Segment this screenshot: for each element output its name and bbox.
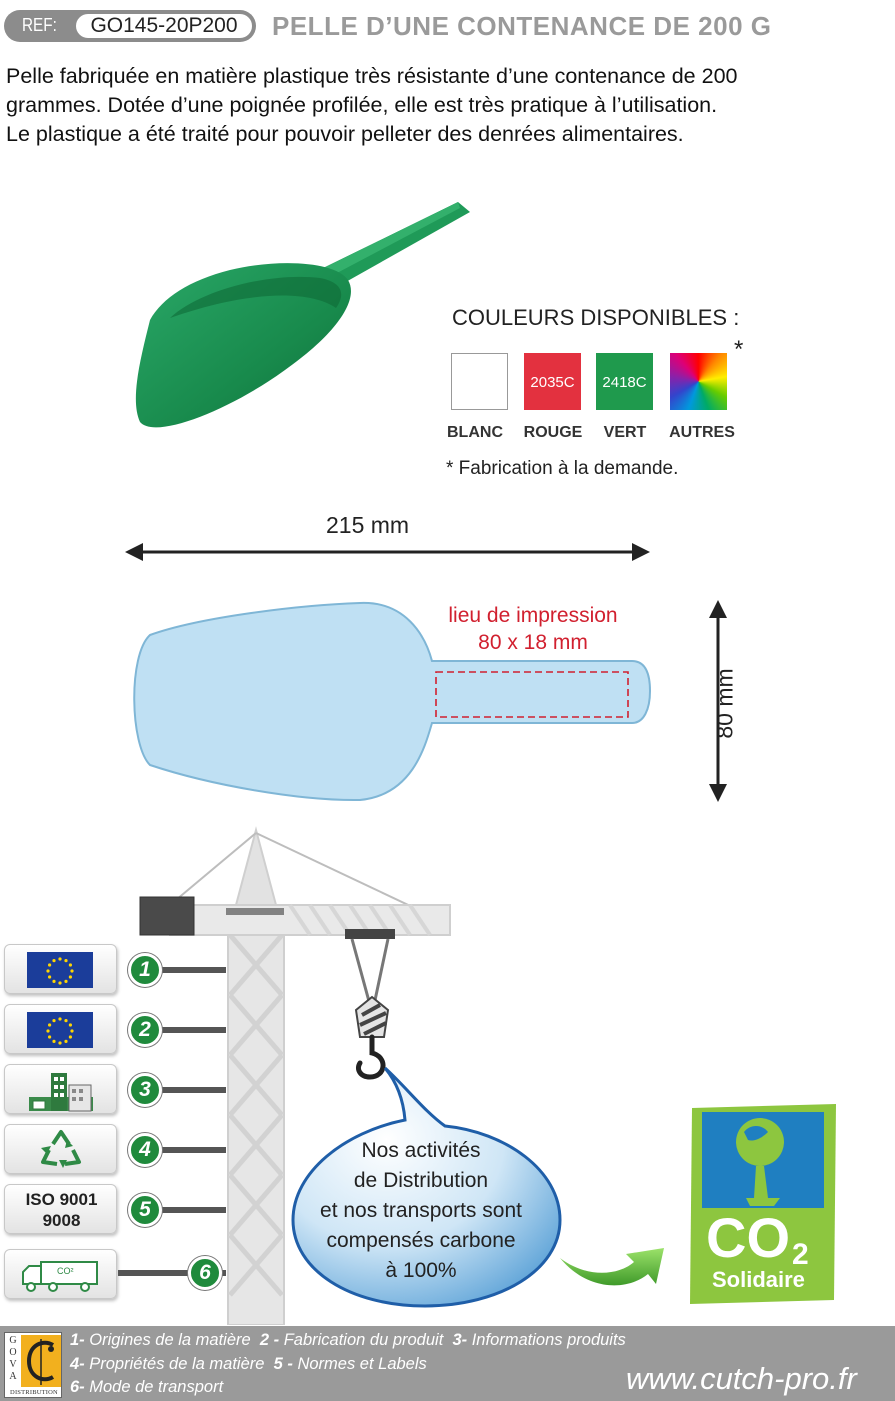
connector-line bbox=[150, 1087, 226, 1093]
co2-solidaire-label: Solidaire bbox=[712, 1267, 805, 1292]
co2-subscript: 2 bbox=[792, 1238, 809, 1271]
product-description: Pelle fabriquée en matière plastique trè… bbox=[6, 62, 886, 149]
legend-text: Informations produits bbox=[467, 1331, 626, 1349]
scoop-outline-diagram bbox=[133, 601, 652, 802]
swatch-rouge: 2035C bbox=[524, 353, 581, 410]
legend-text: Normes et Labels bbox=[292, 1355, 427, 1373]
logo-letter: G bbox=[9, 1335, 17, 1346]
legend-number: 5 - bbox=[273, 1355, 293, 1373]
scoop-product-image bbox=[135, 202, 470, 428]
legend-text: Propriétés de la matière bbox=[84, 1355, 265, 1373]
label-origine-matiere bbox=[4, 944, 117, 994]
number-badge-5: 5 bbox=[128, 1193, 162, 1227]
factory-icon bbox=[29, 1073, 93, 1112]
print-area-label: lieu de impression 80 x 18 mm bbox=[420, 602, 646, 656]
swatch-blanc bbox=[451, 353, 508, 410]
legend-number: 1- bbox=[70, 1331, 85, 1349]
speech-bubble bbox=[291, 1066, 562, 1308]
description-line: Pelle fabriquée en matière plastique trè… bbox=[6, 64, 738, 88]
crane-illustration bbox=[139, 826, 451, 1325]
swatch-label-autres: AUTRES bbox=[669, 424, 735, 441]
label-normes-labels: ISO 9001 9008 bbox=[4, 1184, 117, 1234]
description-line: Le plastique a été traité pour pouvoir p… bbox=[6, 122, 684, 146]
number-badge-1: 1 bbox=[128, 953, 162, 987]
truck-co2-label: CO² bbox=[57, 1266, 74, 1276]
fabrication-note: * Fabrication à la demande. bbox=[446, 458, 679, 479]
swatch-vert: 2418C bbox=[596, 353, 653, 410]
logo-letter: O bbox=[9, 1347, 17, 1358]
legend-number: 2 - bbox=[259, 1331, 280, 1349]
legend-number: 6- bbox=[70, 1378, 85, 1396]
bubble-line: et nos transports sont bbox=[320, 1199, 522, 1222]
legend-text: Fabrication du produit bbox=[279, 1331, 444, 1349]
label-informations-produits bbox=[4, 1064, 117, 1114]
footer-legend-line-1: 1- Origines de la matière 2 - Fabricatio… bbox=[70, 1331, 626, 1350]
swatch-autres bbox=[670, 353, 727, 410]
logo-distribution: DISTRIBUTION bbox=[10, 1389, 58, 1396]
iso-line: ISO 9001 bbox=[25, 1190, 98, 1209]
page-title: PELLE D’UNE CONTENANCE DE 200 G bbox=[272, 11, 772, 41]
ref-code: GO145-20P200 bbox=[74, 12, 254, 40]
colors-title: COULEURS DISPONIBLES : bbox=[452, 305, 740, 330]
gova-logo: G O V A DISTRIBUTION bbox=[4, 1332, 62, 1398]
bubble-line: de Distribution bbox=[353, 1169, 489, 1192]
co2-solidaire-badge bbox=[690, 1104, 836, 1304]
connector-line bbox=[150, 1207, 226, 1213]
description-line: grammes. Dotée d’une poignée profilée, e… bbox=[6, 93, 718, 117]
number-badge-2: 2 bbox=[128, 1013, 162, 1047]
width-arrow bbox=[125, 543, 650, 561]
legend-number: 3- bbox=[452, 1331, 468, 1349]
connector-line bbox=[150, 1027, 226, 1033]
gova-emblem-icon bbox=[21, 1335, 61, 1387]
ref-label: REF: bbox=[22, 15, 57, 35]
print-area-size: 80 x 18 mm bbox=[478, 631, 588, 654]
number-badge-4: 4 bbox=[128, 1133, 162, 1167]
connector-line bbox=[150, 1147, 226, 1153]
swatch-label-blanc: BLANC bbox=[447, 424, 503, 441]
legend-number: 4- bbox=[70, 1355, 85, 1373]
bubble-line: compensés carbone bbox=[326, 1229, 516, 1252]
width-label: 215 mm bbox=[326, 512, 410, 538]
bubble-line: Nos activités bbox=[361, 1139, 481, 1162]
height-label: 80 mm bbox=[711, 668, 738, 739]
number-badge-6: 6 bbox=[188, 1256, 222, 1290]
logo-letter: V bbox=[9, 1359, 17, 1370]
footer-legend-line-2: 4- Propriétés de la matière 5 - Normes e… bbox=[70, 1355, 427, 1374]
website-link[interactable]: www.cutch-pro.fr bbox=[626, 1361, 857, 1396]
height-arrow bbox=[709, 600, 727, 802]
co2-text: CO bbox=[706, 1206, 790, 1269]
label-fabrication-produit bbox=[4, 1004, 117, 1054]
eu-flag-icon bbox=[27, 952, 93, 988]
label-mode-transport: CO² bbox=[4, 1249, 117, 1299]
number-badge-3: 3 bbox=[128, 1073, 162, 1107]
print-area-line: lieu de impression bbox=[448, 604, 618, 627]
recycle-icon bbox=[41, 1130, 81, 1168]
swatch-label-rouge: ROUGE bbox=[523, 424, 583, 441]
iso-line: 9008 bbox=[42, 1211, 81, 1230]
asterisk-mark: * bbox=[734, 336, 744, 363]
footer bbox=[0, 1326, 895, 1401]
label-proprietes-matiere bbox=[4, 1124, 117, 1174]
legend-text: Origines de la matière bbox=[84, 1331, 251, 1349]
logo-letter: A bbox=[9, 1371, 17, 1382]
bubble-text: Nos activités de Distribution et nos tra… bbox=[292, 1136, 550, 1286]
bubble-line: à 100% bbox=[385, 1259, 457, 1282]
footer-legend-line-3: 6- Mode de transport bbox=[70, 1378, 223, 1397]
eu-flag-icon bbox=[27, 1012, 93, 1048]
connector-line bbox=[150, 967, 226, 973]
connector-line bbox=[118, 1270, 226, 1276]
iso-badge: ISO 9001 9008 bbox=[5, 1189, 118, 1231]
truck-icon bbox=[22, 1261, 98, 1292]
green-arrow-icon bbox=[560, 1248, 664, 1286]
swatch-label-vert: VERT bbox=[603, 424, 647, 441]
logo-letters: G O V A bbox=[7, 1335, 19, 1383]
legend-text: Mode de transport bbox=[84, 1378, 224, 1396]
